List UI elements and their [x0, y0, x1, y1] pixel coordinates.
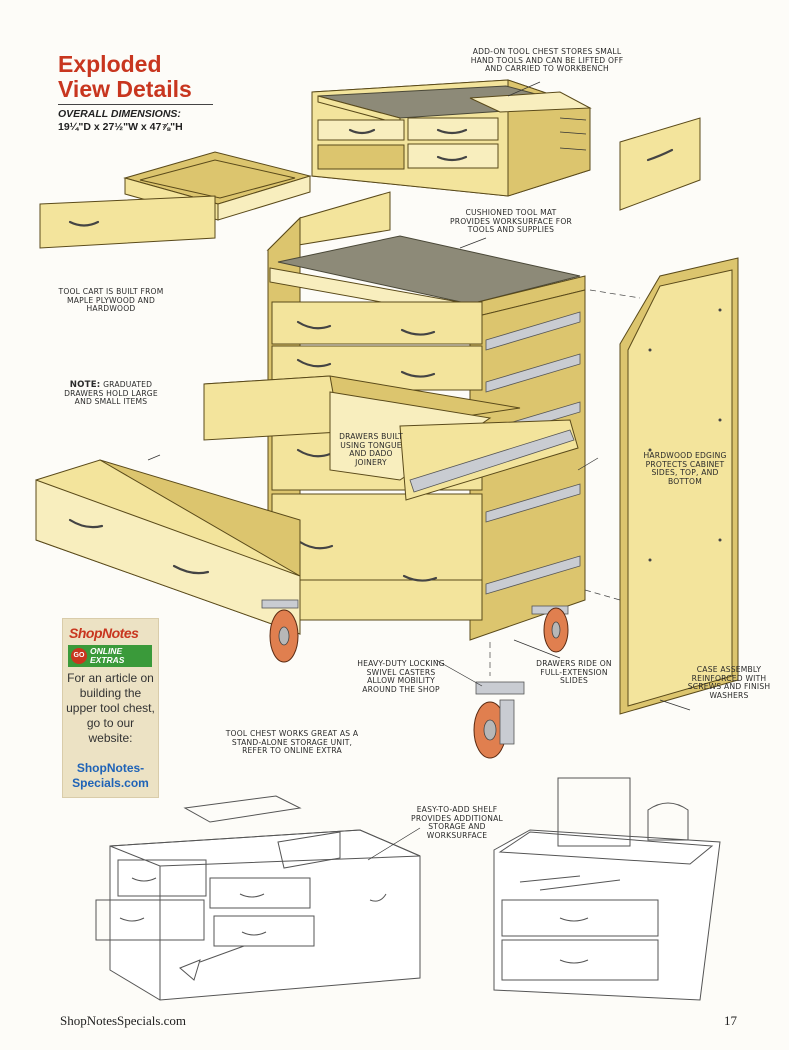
- sidebar-website-link[interactable]: ShopNotes-Specials.com: [72, 761, 149, 790]
- dimensions-value: 19¼"D x 27½"W x 47⅞"H: [58, 121, 183, 133]
- badge-line-extras: EXTRAS: [90, 655, 125, 665]
- casters: [261, 599, 569, 759]
- callout-note: NOTE: GRADUATED DRAWERS HOLD LARGE AND S…: [56, 380, 166, 407]
- addon-tool-chest: [311, 79, 592, 197]
- page-number: 17: [724, 1013, 737, 1028]
- online-extras-sidebar: ShopNotes GO ONLINE EXTRAS For an articl…: [62, 618, 159, 798]
- callout-tool-mat: CUSHIONED TOOL MAT PROVIDES WORKSURFACE …: [449, 208, 573, 235]
- callout-tongue-dado: DRAWERS BUILT USING TONGUE AND DADO JOIN…: [339, 432, 403, 467]
- go-icon: GO: [71, 648, 87, 664]
- callout-shelf: EASY-TO-ADD SHELF PROVIDES ADDITIONAL ST…: [411, 805, 503, 840]
- callout-standalone: TOOL CHEST WORKS GREAT AS A STAND-ALONE …: [225, 729, 359, 756]
- footer-website: ShopNotesSpecials.com: [60, 1013, 187, 1028]
- leader-lines: [367, 81, 599, 861]
- page-title: Exploded View Details: [58, 52, 208, 102]
- callout-plywood: TOOL CART IS BUILT FROM MAPLE PLYWOOD AN…: [58, 287, 164, 314]
- right-side-panel: [584, 257, 739, 715]
- online-extras-badge: GO ONLINE EXTRAS: [68, 645, 152, 667]
- badge-line-online: ONLINE: [90, 646, 123, 656]
- shopnotes-logo: ShopNotes: [69, 625, 139, 641]
- callout-slides: DRAWERS RIDE ON FULL-EXTENSION SLIDES: [536, 659, 612, 686]
- callout-casters: HEAVY-DUTY LOCKING SWIVEL CASTERS ALLOW …: [357, 659, 445, 694]
- note-text: GRADUATED DRAWERS HOLD LARGE AND SMALL I…: [64, 380, 158, 407]
- loose-drawer-front: [619, 117, 701, 211]
- callout-case-assembly: CASE ASSEMBLY REINFORCED WITH SCREWS AND…: [687, 665, 771, 700]
- bottom-drawer: [35, 454, 301, 635]
- callout-addon-chest: ADD-ON TOOL CHEST STORES SMALL HAND TOOL…: [470, 47, 624, 74]
- standalone-chest-sketch: [95, 795, 421, 1001]
- title-rule: [58, 104, 213, 105]
- page-title-text: Exploded View Details: [58, 51, 192, 102]
- note-label: NOTE:: [69, 380, 101, 390]
- dimensions-label: OVERALL DIMENSIONS:: [58, 108, 181, 120]
- callout-edging: HARDWOOD EDGING PROTECTS CABINET SIDES, …: [643, 451, 727, 486]
- loose-upper-drawer: [39, 151, 312, 249]
- open-middle-drawer: [203, 375, 579, 501]
- sidebar-body: For an article on building the upper too…: [66, 671, 155, 745]
- shelf-cart-sketch: [493, 777, 721, 1001]
- online-extras-label: ONLINE EXTRAS: [90, 647, 124, 665]
